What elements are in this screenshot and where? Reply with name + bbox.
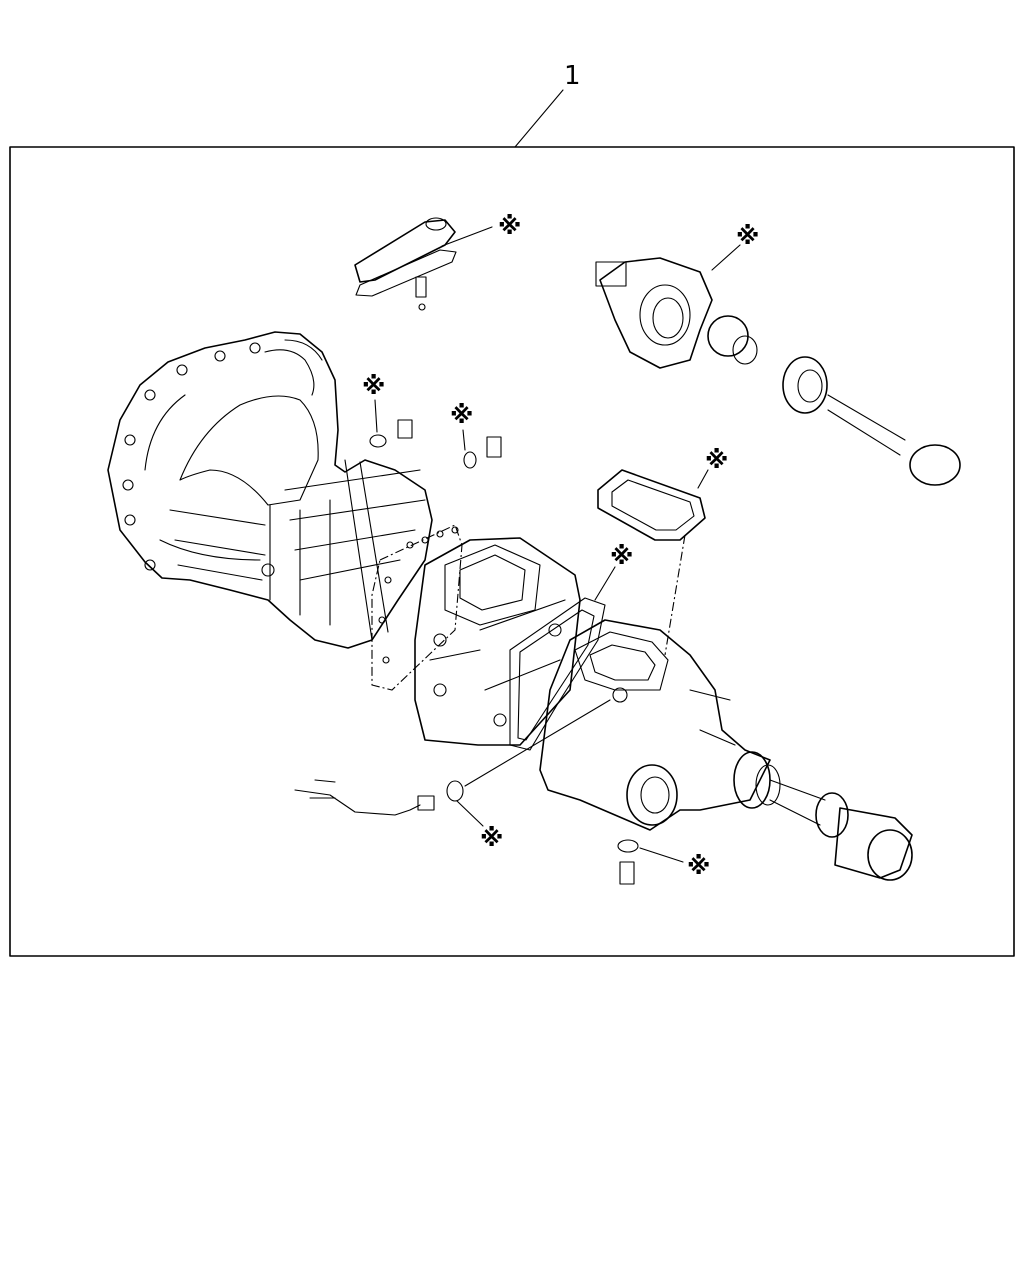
extension-gasket: [509, 597, 606, 751]
callout-mark: ※: [450, 401, 473, 429]
bell-housing: [107, 331, 433, 649]
top-cover-leader: [664, 534, 686, 656]
intermediate-plate: [414, 537, 581, 746]
shift-bracket: [354, 217, 457, 311]
callout-mark: ※: [736, 222, 759, 250]
callout-mark: ※: [498, 212, 521, 240]
callout-mark: ※: [687, 852, 710, 880]
callout-mark: ※: [610, 542, 633, 570]
callout-mark: ※: [480, 824, 503, 852]
assembly-leader-line: [514, 89, 564, 148]
callout-mark: ※: [705, 446, 728, 474]
top-cover-gasket: [597, 469, 706, 541]
diagram-frame: [9, 146, 1015, 957]
gasket-bolt-holes: [378, 526, 459, 664]
assembly-reference-number: 1: [564, 61, 581, 91]
leader-lines: [374, 226, 741, 863]
fill-plug: [369, 419, 413, 448]
rear-extension-housing: [539, 619, 781, 831]
drain-plug: [463, 436, 502, 469]
front-bearing-retainer: [595, 257, 961, 486]
bottom-plug: [617, 839, 639, 885]
intermediate-gasket: [371, 524, 463, 691]
callout-mark: ※: [362, 372, 385, 400]
output-shaft-assembly: [769, 779, 913, 881]
backup-lamp-switch: [294, 779, 464, 816]
